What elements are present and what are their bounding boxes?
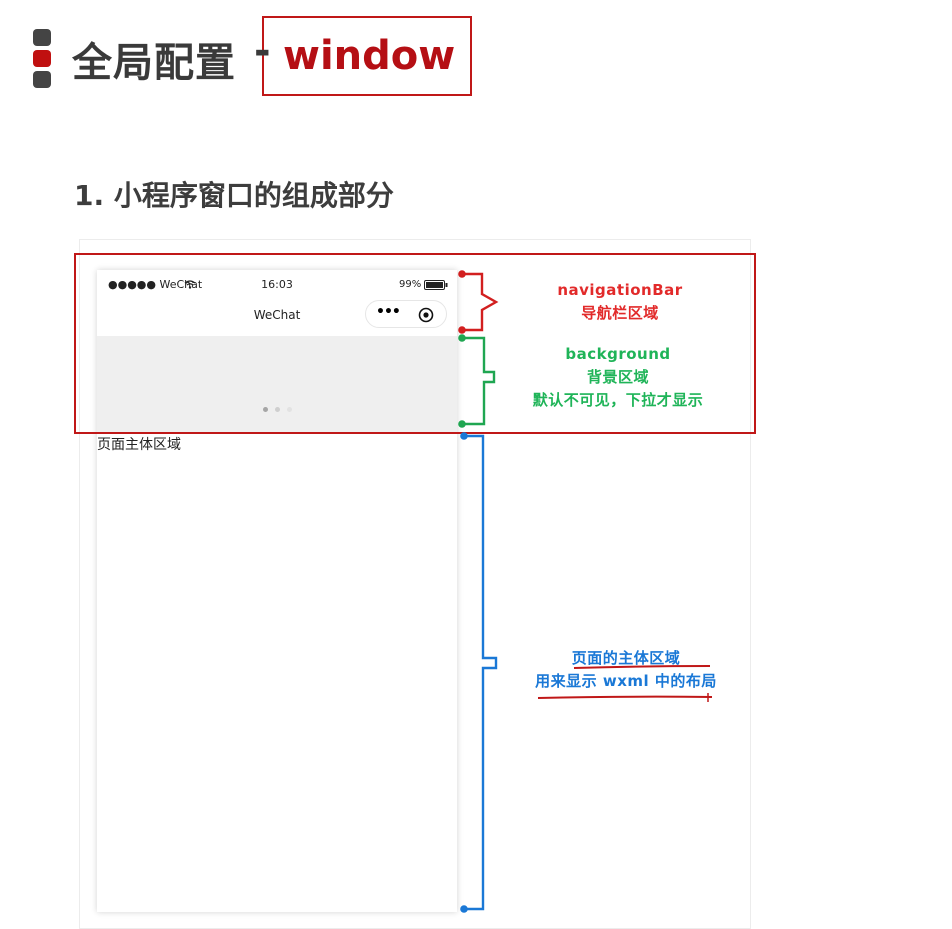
- more-dots-icon[interactable]: •••: [376, 304, 401, 320]
- body-annotation-title: 页面的主体区域: [571, 649, 681, 667]
- wifi-icon: [184, 280, 196, 289]
- loading-dot: [287, 407, 292, 412]
- title-highlight: window: [283, 33, 456, 79]
- navigation-annotation-desc: 导航栏区域: [581, 304, 659, 322]
- loading-dot: [275, 407, 280, 412]
- highlight-box: [262, 16, 472, 96]
- background-annotation-title: background: [565, 345, 671, 363]
- background-annotation-note: 默认不可见，下拉才显示: [532, 391, 704, 409]
- background-annotation-desc: 背景区域: [586, 368, 649, 386]
- navigation-annotation: navigationBar 导航栏区域: [520, 279, 720, 325]
- title-dash: -: [254, 28, 271, 74]
- navigation-bar: WeChat •••: [97, 298, 457, 336]
- status-time: 16:03: [261, 278, 293, 291]
- battery-icon: [424, 280, 448, 290]
- body-annotation-desc: 用来显示 wxml 中的布局: [535, 672, 717, 690]
- capsule-button[interactable]: •••: [365, 300, 447, 328]
- background-annotation: background 背景区域 默认不可见，下拉才显示: [500, 343, 736, 412]
- page-title: 全局配置: [72, 40, 236, 86]
- phone-mockup: ●●●●● WeChat 16:03 99% WeChat ••• 页面主体区域: [97, 270, 457, 912]
- loading-dot: [263, 407, 268, 412]
- carrier-label: ●●●●● WeChat: [108, 278, 203, 291]
- battery-percent: 99%: [399, 279, 422, 290]
- status-bar: ●●●●● WeChat 16:03 99%: [97, 270, 457, 298]
- close-circle-icon[interactable]: [418, 307, 434, 323]
- underline-marks: [537, 665, 713, 702]
- background-area: [97, 336, 457, 432]
- region-braces: [458, 270, 499, 913]
- body-area-label: 页面主体区域: [97, 437, 181, 453]
- nav-title: WeChat: [253, 308, 301, 322]
- top-region-highlight: [74, 253, 756, 434]
- navigation-annotation-title: navigationBar: [557, 281, 683, 299]
- body-annotation: 页面的主体区域 用来显示 wxml 中的布局: [510, 647, 742, 693]
- section-heading: 1. 小程序窗口的组成部分: [74, 179, 394, 212]
